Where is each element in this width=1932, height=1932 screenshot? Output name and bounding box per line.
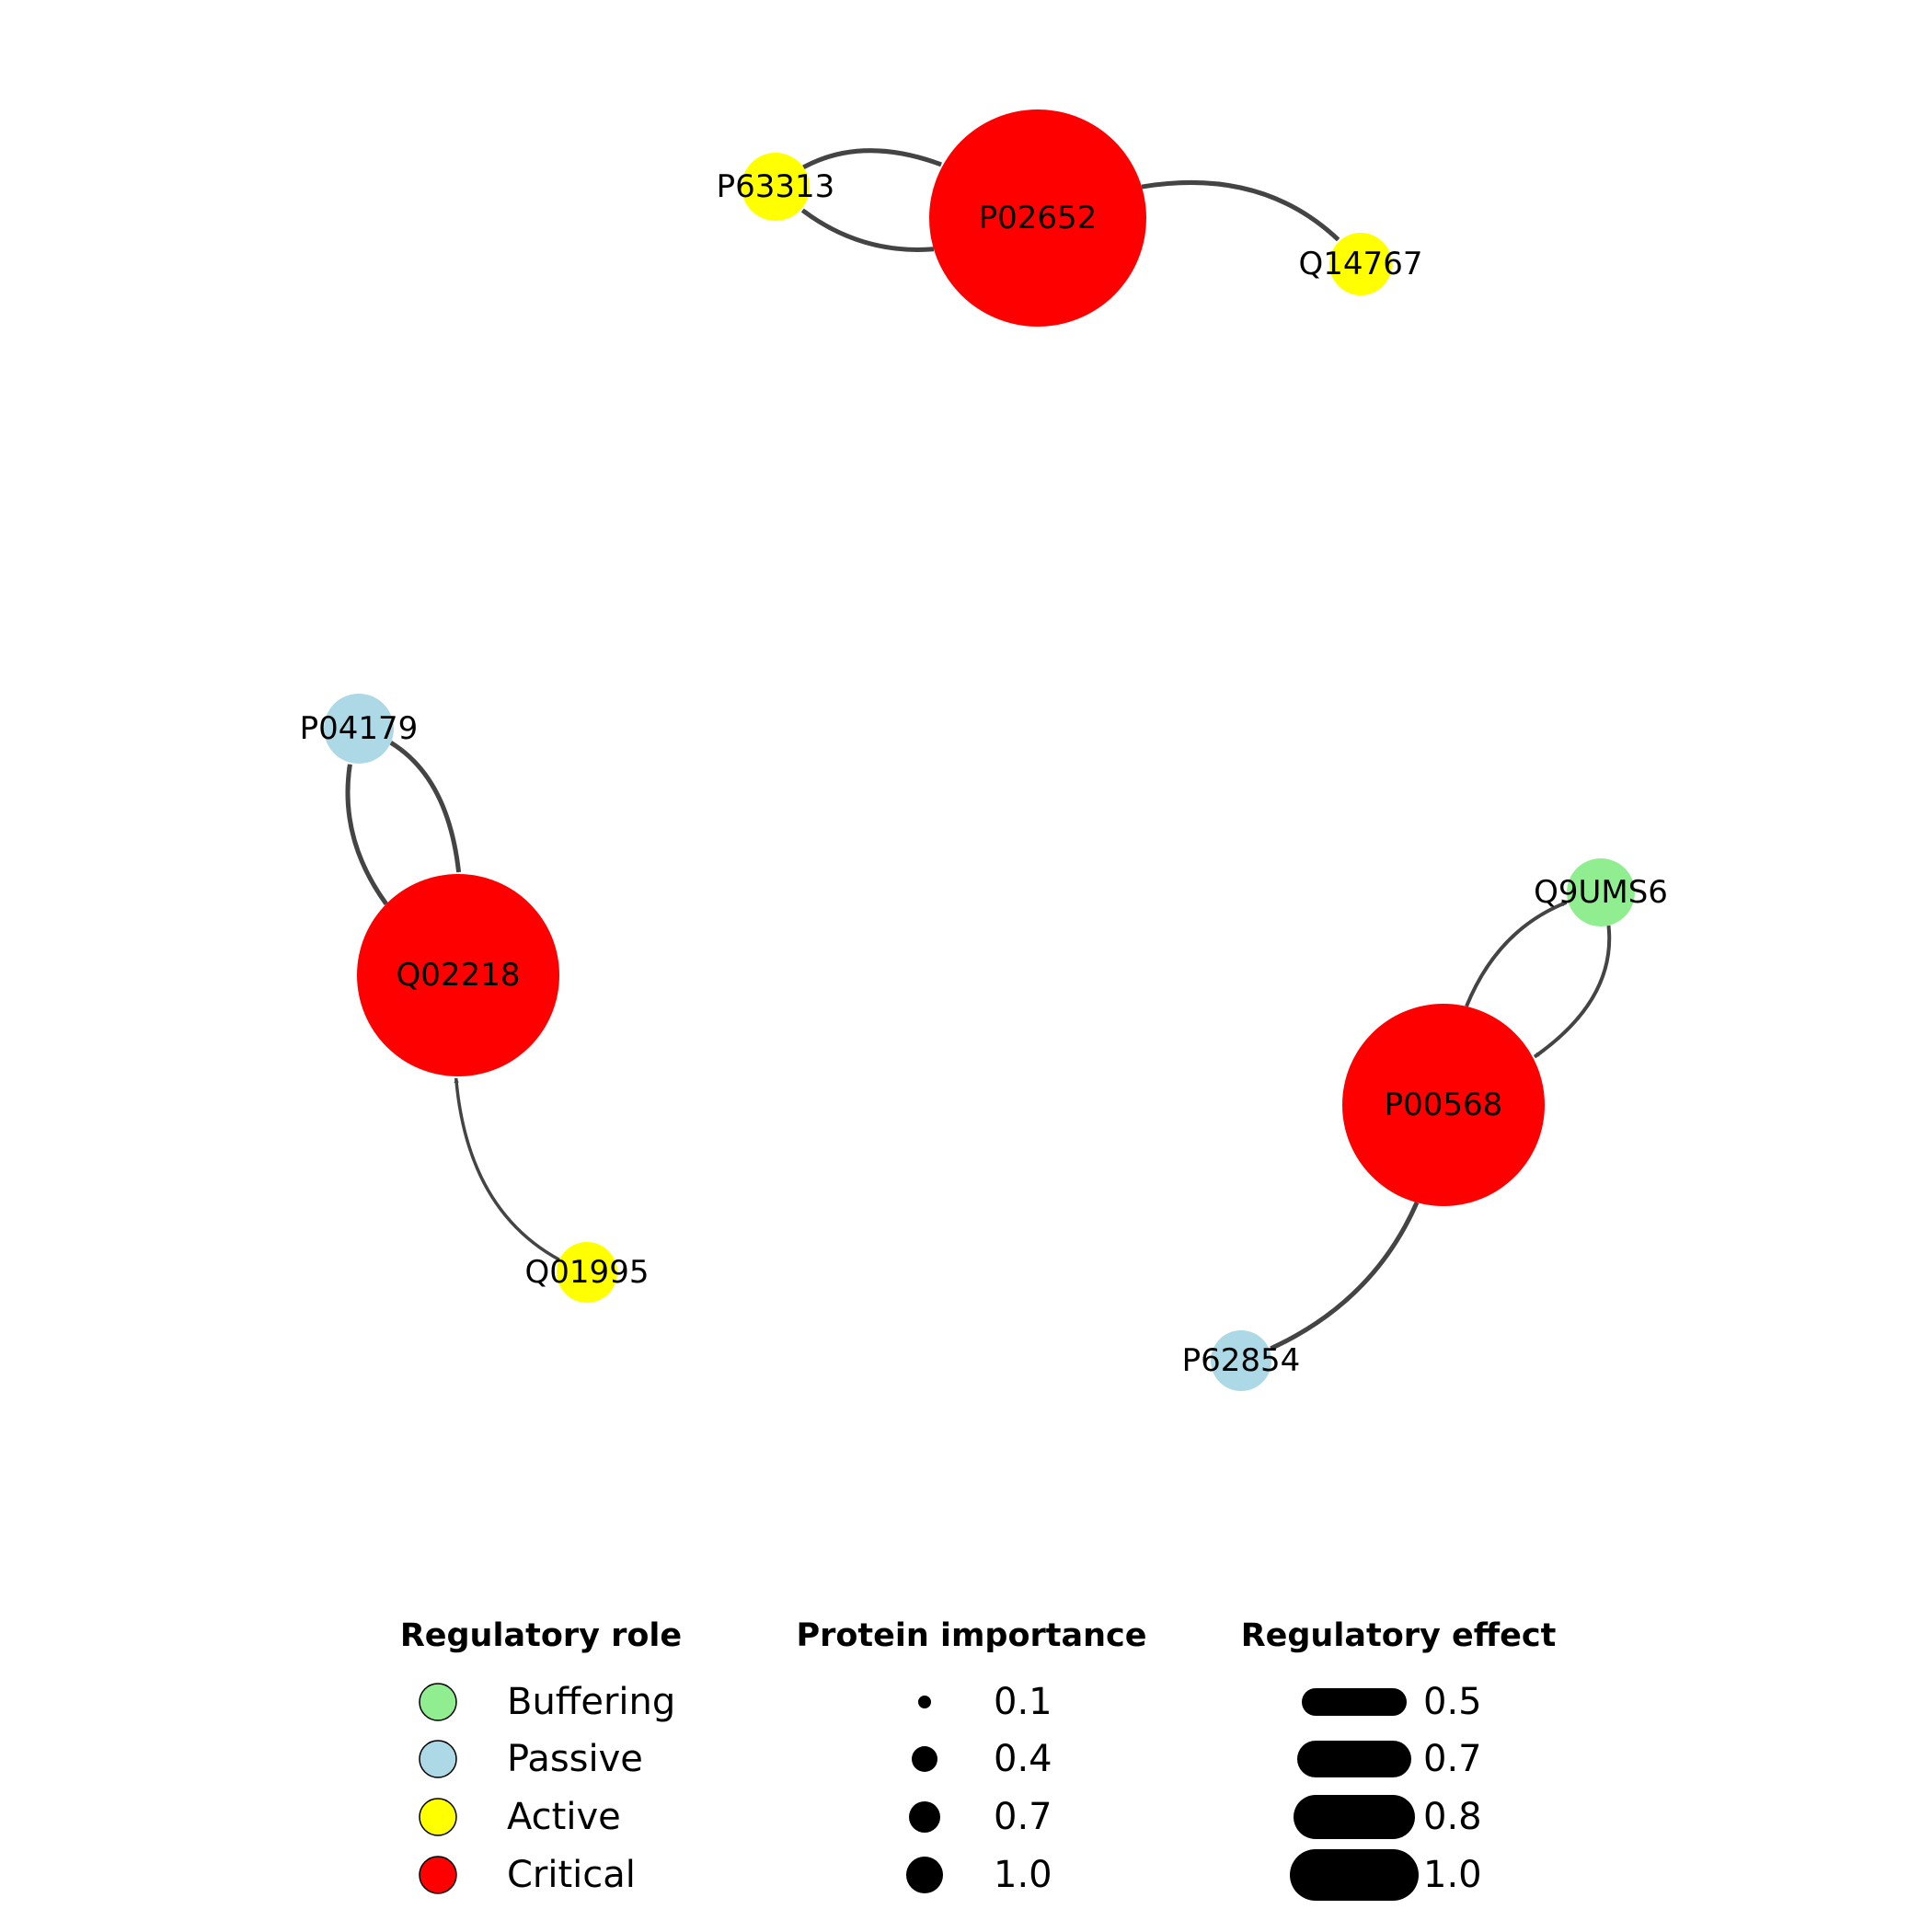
legend-importance-dot-0.7 bbox=[909, 1801, 940, 1833]
legend-role-title: Regulatory role bbox=[400, 1617, 682, 1654]
legend-role-swatch-buffering bbox=[419, 1683, 457, 1721]
node-P63313: P63313 bbox=[717, 153, 835, 221]
node-circle-Q01995 bbox=[557, 1242, 617, 1303]
legend-effect-label-1.0: 1.0 bbox=[1423, 1854, 1482, 1896]
node-circle-Q14767 bbox=[1329, 233, 1392, 295]
node-Q02218: Q02218 bbox=[357, 874, 559, 1076]
node-Q14767: Q14767 bbox=[1299, 233, 1423, 295]
legend-effect-label-0.8: 0.8 bbox=[1423, 1796, 1482, 1838]
legend-role-swatch-active bbox=[419, 1798, 457, 1836]
node-label-P62854: P62854 bbox=[1182, 1342, 1301, 1379]
edge-Q02218-to-P04179 bbox=[345, 764, 388, 906]
legend-effect: Regulatory effect 0.5 0.7 0.8 1.0 bbox=[1241, 1617, 1557, 1901]
edge-P00568-to-Q9UMS6 bbox=[1465, 901, 1568, 1007]
node-circle-Q9UMS6 bbox=[1567, 858, 1635, 926]
node-label-Q14767: Q14767 bbox=[1299, 246, 1423, 282]
node-P04179: P04179 bbox=[300, 694, 419, 764]
edge-Q9UMS6-to-P00568 bbox=[1533, 925, 1612, 1059]
legend-importance-label-0.1: 0.1 bbox=[994, 1681, 1052, 1723]
node-P62854: P62854 bbox=[1182, 1330, 1301, 1391]
legend-effect-label-0.7: 0.7 bbox=[1423, 1738, 1482, 1780]
node-label-P00568: P00568 bbox=[1385, 1087, 1503, 1123]
node-circle-P62854 bbox=[1211, 1330, 1271, 1391]
edge-P02652-to-P63313 bbox=[800, 208, 935, 252]
edge-P63313-to-P02652 bbox=[802, 148, 942, 170]
legend-importance-title: Protein importance bbox=[796, 1617, 1146, 1654]
node-label-Q02218: Q02218 bbox=[397, 957, 521, 994]
node-circle-Q02218 bbox=[357, 874, 559, 1076]
edge-P04179-to-Q02218 bbox=[389, 741, 462, 873]
legend-importance-dot-0.4 bbox=[912, 1746, 937, 1772]
legend-importance: Protein importance 0.1 0.4 0.7 1.0 bbox=[796, 1617, 1146, 1896]
node-label-P04179: P04179 bbox=[300, 710, 419, 747]
node-P00568: P00568 bbox=[1342, 1004, 1545, 1206]
legend-role: Regulatory role Buffering Passive Active… bbox=[400, 1617, 682, 1896]
edge-P02652-to-Q14767 bbox=[1141, 180, 1340, 242]
node-label-P02652: P02652 bbox=[979, 200, 1098, 236]
legend-importance-dot-1.0 bbox=[906, 1857, 943, 1893]
legend-role-label-buffering: Buffering bbox=[507, 1681, 675, 1723]
node-label-P63313: P63313 bbox=[717, 168, 835, 205]
node-label-Q01995: Q01995 bbox=[525, 1254, 650, 1291]
legend-role-label-critical: Critical bbox=[507, 1854, 636, 1896]
node-P02652: P02652 bbox=[929, 109, 1146, 327]
node-circle-P63313 bbox=[742, 153, 810, 221]
legend-importance-label-0.7: 0.7 bbox=[994, 1796, 1052, 1838]
legend-role-swatch-passive bbox=[419, 1740, 457, 1778]
legend-importance-label-0.4: 0.4 bbox=[994, 1738, 1052, 1780]
legend-effect-title: Regulatory effect bbox=[1241, 1617, 1557, 1654]
node-circle-P00568 bbox=[1342, 1004, 1545, 1206]
node-circle-P04179 bbox=[324, 694, 394, 764]
legend: Regulatory role Buffering Passive Active… bbox=[400, 1617, 1557, 1901]
legend-importance-label-1.0: 1.0 bbox=[994, 1854, 1052, 1896]
edges-layer bbox=[345, 148, 1612, 1351]
node-label-Q9UMS6: Q9UMS6 bbox=[1534, 874, 1668, 911]
node-circle-P02652 bbox=[929, 109, 1146, 327]
legend-effect-label-0.5: 0.5 bbox=[1423, 1681, 1482, 1723]
edge-Q01995-to-Q02218 bbox=[454, 1077, 560, 1261]
legend-importance-dot-0.1 bbox=[918, 1696, 931, 1708]
legend-role-label-passive: Passive bbox=[507, 1738, 643, 1780]
legend-role-label-active: Active bbox=[507, 1796, 621, 1838]
edge-P00568-to-P62854 bbox=[1270, 1202, 1420, 1351]
node-Q01995: Q01995 bbox=[525, 1242, 650, 1303]
node-Q9UMS6: Q9UMS6 bbox=[1534, 858, 1668, 926]
legend-role-swatch-critical bbox=[419, 1856, 457, 1894]
